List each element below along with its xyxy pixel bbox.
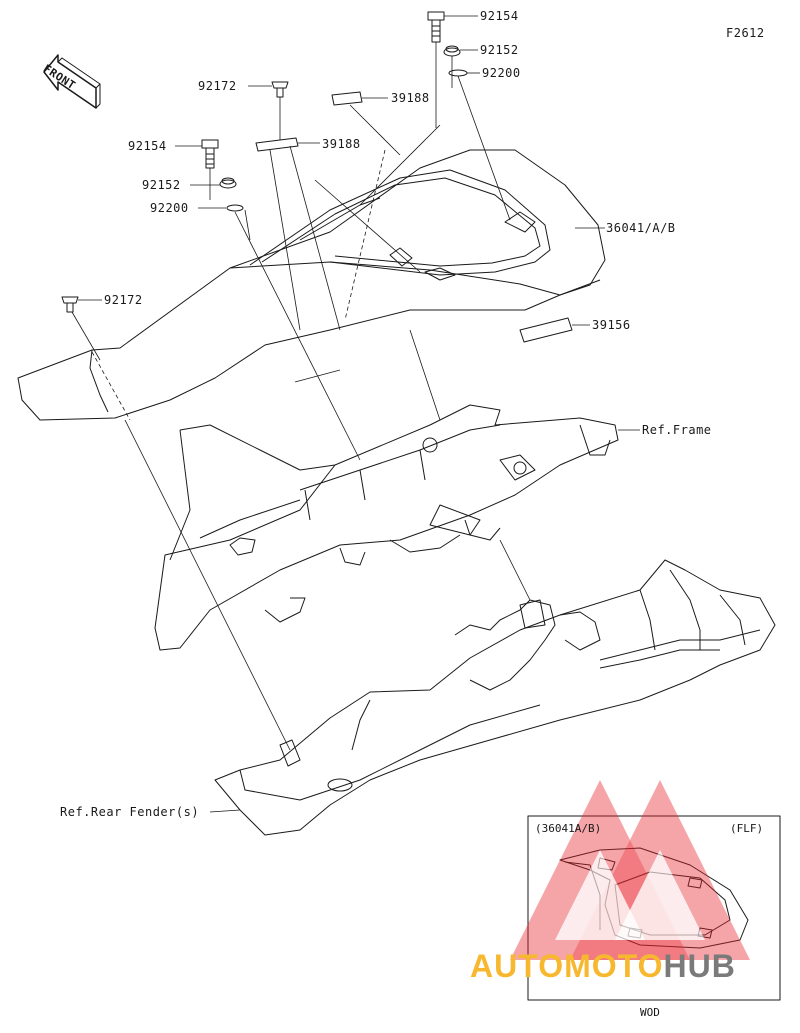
- watermark-part1: AUTOMOTO: [470, 948, 664, 984]
- part-label[interactable]: 39188: [322, 137, 361, 151]
- part-label[interactable]: 39156: [592, 318, 631, 332]
- part-label[interactable]: 92200: [150, 201, 189, 215]
- rear-fender-part: [214, 559, 776, 836]
- inset-caption: WOD: [640, 1006, 660, 1019]
- sticker-icon: [519, 317, 573, 343]
- washer-icon: [219, 177, 237, 189]
- part-label[interactable]: 92200: [482, 66, 521, 80]
- part-label[interactable]: 92152: [480, 43, 519, 57]
- inset-title-right: (FLF): [730, 822, 764, 835]
- seat-part: [17, 149, 606, 421]
- part-label[interactable]: 36041/A/B: [606, 221, 676, 235]
- part-label[interactable]: 92152: [142, 178, 181, 192]
- inset-title-left: (36041A/B): [535, 822, 602, 835]
- bolt-icon: [427, 11, 445, 43]
- watermark-part2: HUB: [663, 948, 736, 984]
- part-label[interactable]: 92172: [104, 293, 143, 307]
- part-label[interactable]: 39188: [391, 91, 430, 105]
- bolt-icon: [201, 139, 219, 169]
- screw-icon: [271, 81, 289, 98]
- sticker-icon: [331, 91, 363, 106]
- leader-lines: [71, 15, 640, 813]
- watermark-logo: [510, 780, 750, 960]
- sticker-icon: [255, 137, 299, 152]
- part-label[interactable]: 92154: [128, 139, 167, 153]
- figure-code: F2612: [726, 26, 765, 40]
- frame-part: [154, 404, 619, 651]
- o-ring-icon: [226, 204, 244, 212]
- ref-frame-label[interactable]: Ref.Frame: [642, 423, 712, 437]
- front-arrow-icon: [43, 54, 101, 109]
- ref-rear-fender-label[interactable]: Ref.Rear Fender(s): [60, 805, 200, 819]
- screw-icon: [61, 296, 79, 313]
- washer-icon: [443, 45, 461, 57]
- watermark-text: AUTOMOTOHUB: [470, 948, 736, 985]
- part-label[interactable]: 92154: [480, 9, 519, 23]
- part-label[interactable]: 92172: [198, 79, 237, 93]
